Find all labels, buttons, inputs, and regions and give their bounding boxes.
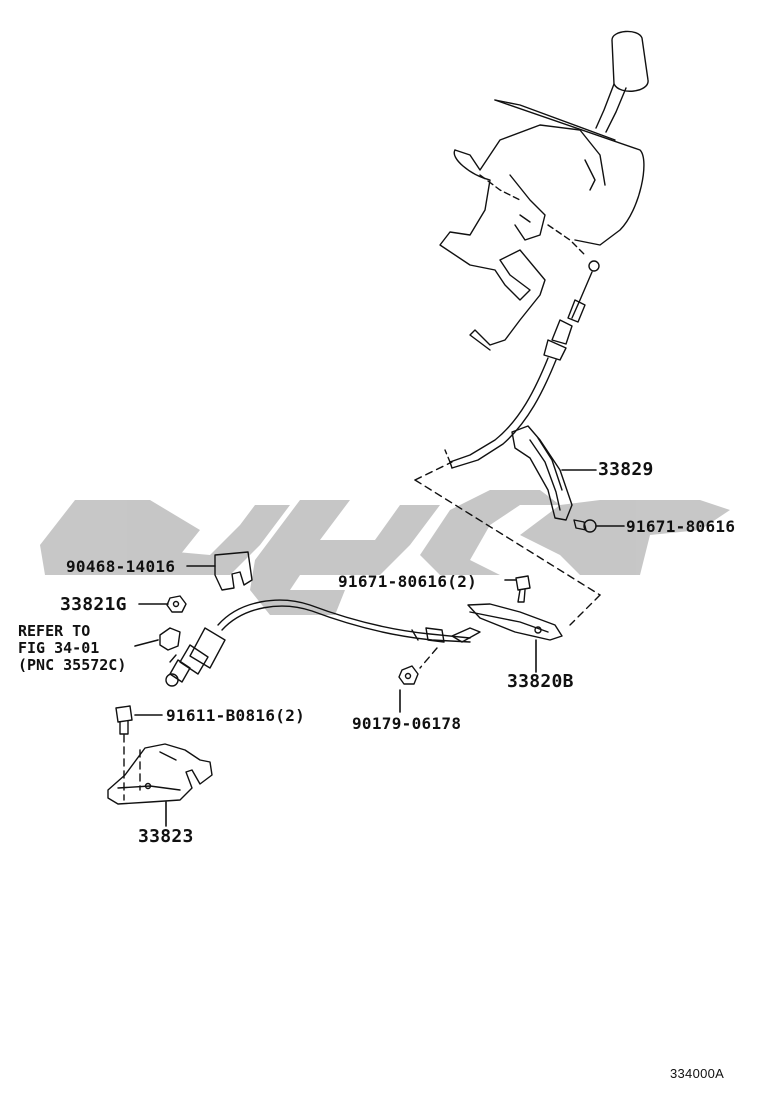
figure-code: 334000A <box>670 1066 725 1081</box>
label-33829: 33829 <box>598 459 654 480</box>
nut-33821g <box>166 595 187 613</box>
bolt-91671-80616-2 <box>515 575 531 603</box>
label-91671-80616: 91671-80616 <box>626 517 736 536</box>
lever-33820b <box>451 603 563 643</box>
leader-lines <box>134 469 625 827</box>
clip-90468-14016 <box>214 551 253 591</box>
label-33820b: 33820B <box>507 671 574 692</box>
label-33823: 33823 <box>138 826 194 847</box>
nut-90179-06178 <box>398 665 419 685</box>
shift-cable-lower <box>159 599 471 687</box>
label-90468-14016: 90468-14016 <box>66 557 176 576</box>
reference-note-line-2: FIG 34-01 <box>18 638 100 657</box>
reference-note-line-1: REFER TO <box>18 622 91 640</box>
shift-cable-upper <box>444 260 600 469</box>
reference-note-line-3: (PNC 35572C) <box>18 655 127 674</box>
bracket-33829 <box>511 425 573 521</box>
bolt-91611-b0816-2 <box>115 705 133 735</box>
label-91671-80616-2: 91671-80616(2) <box>338 572 478 591</box>
watermark-logo <box>40 490 730 615</box>
label-90179-06178: 90179-06178 <box>352 714 462 733</box>
label-33821g: 33821G <box>60 594 127 615</box>
reference-note: REFER TO FIG 34-01 (PNC 35572C) <box>18 623 126 673</box>
shift-lever-housing <box>439 99 645 351</box>
shift-knob <box>595 30 649 133</box>
dashed-guide-lines <box>123 461 601 801</box>
bracket-33823 <box>107 743 213 805</box>
label-91611-b0816-2: 91611-B0816(2) <box>166 706 306 725</box>
